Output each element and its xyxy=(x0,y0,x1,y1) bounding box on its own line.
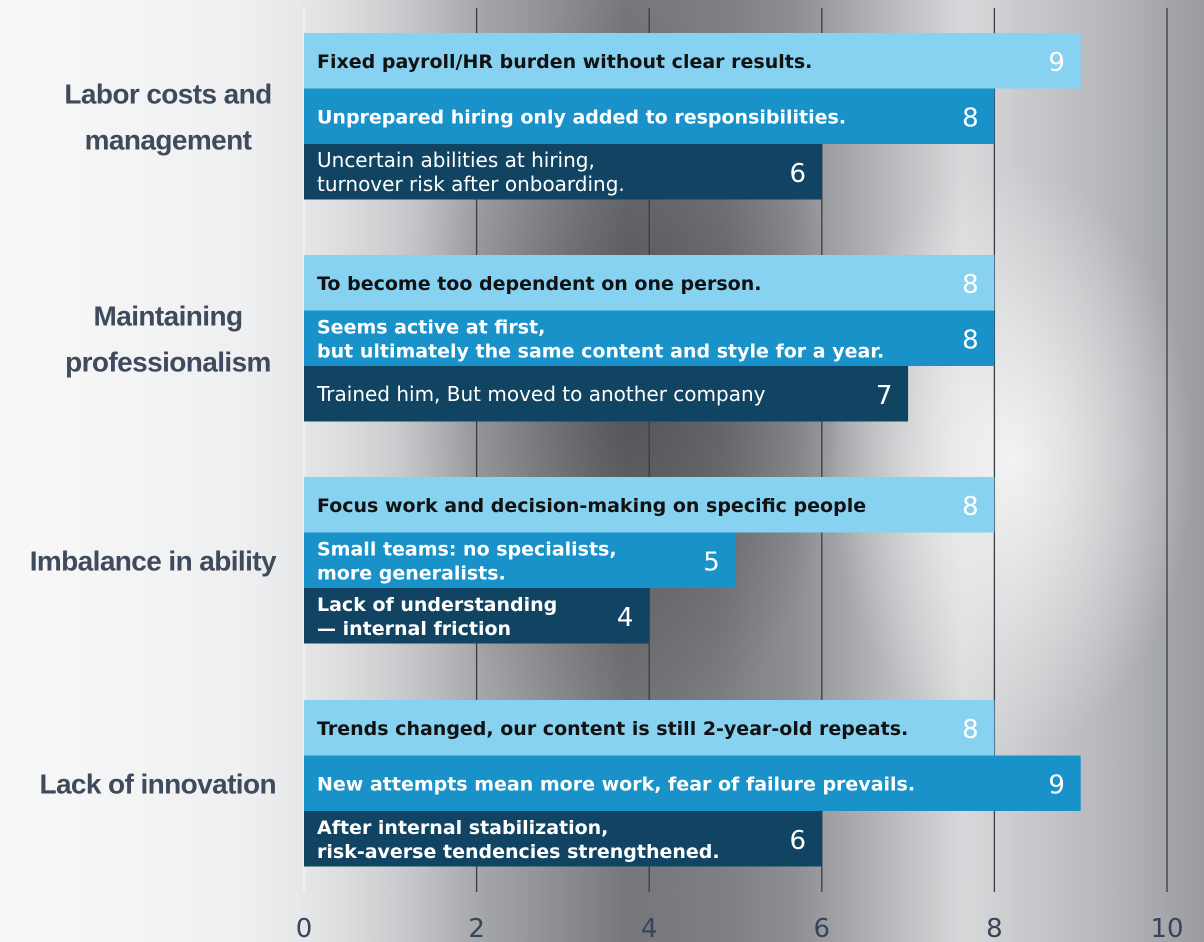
bar xyxy=(304,532,736,588)
bar-description: but ultimately the same content and styl… xyxy=(317,340,884,362)
bar xyxy=(304,477,995,533)
x-tick-label: 8 xyxy=(986,914,1003,942)
bar-description: Focus work and decision-making on specif… xyxy=(317,495,866,517)
bar-value-label: 4 xyxy=(617,603,634,633)
bar xyxy=(304,588,650,644)
bar-description: Uncertain abilities at hiring, xyxy=(317,148,595,172)
bar-description: Lack of understanding xyxy=(317,594,557,616)
bar-description: turnover risk after onboarding. xyxy=(317,172,625,196)
x-tick-label: 2 xyxy=(468,914,485,942)
bar xyxy=(304,700,995,756)
bar-description: After internal stabilization, xyxy=(317,817,608,839)
bars: Fixed payroll/HR burden without clear re… xyxy=(304,33,1081,867)
bar-value-label: 9 xyxy=(1048,770,1065,800)
bar-description: — internal friction xyxy=(317,618,511,640)
bar xyxy=(304,33,1081,89)
bar xyxy=(304,255,995,311)
bar-value-label: 8 xyxy=(962,325,979,355)
x-axis-ticks: 0 2 4 6 8 10 xyxy=(296,914,1184,942)
category-label: Imbalance in ability xyxy=(30,545,277,576)
bar-description: more generalists. xyxy=(317,562,506,584)
bar-description: Seems active at first, xyxy=(317,316,545,338)
x-tick-label: 6 xyxy=(814,914,831,942)
bar-description: Small teams: no specialists, xyxy=(317,538,617,560)
bar xyxy=(304,144,822,200)
bar xyxy=(304,88,995,144)
bar-value-label: 9 xyxy=(1048,48,1065,78)
bar-value-label: 8 xyxy=(962,270,979,300)
bar xyxy=(304,310,995,366)
x-tick-label: 0 xyxy=(296,914,313,942)
category-label: management xyxy=(85,124,252,155)
bar xyxy=(304,366,909,422)
bar-description: To become too dependent on one person. xyxy=(317,273,761,295)
bar-description: Unprepared hiring only added to responsi… xyxy=(317,106,846,128)
bar-value-label: 8 xyxy=(962,715,979,745)
x-tick-label: 4 xyxy=(641,914,658,942)
bar-description: Trends changed, our content is still 2-y… xyxy=(317,718,908,740)
bar-value-label: 7 xyxy=(876,381,893,411)
bar-description: Fixed payroll/HR burden without clear re… xyxy=(317,51,812,73)
category-label: Lack of innovation xyxy=(39,768,276,799)
bar xyxy=(304,811,822,867)
bar-value-label: 8 xyxy=(962,103,979,133)
category-label: Maintaining xyxy=(94,300,243,331)
bar xyxy=(304,755,1081,811)
bar-value-label: 5 xyxy=(703,547,720,577)
bar-description: Trained him, But moved to another compan… xyxy=(316,382,766,406)
category-label: Labor costs and xyxy=(64,78,271,109)
bar-value-label: 6 xyxy=(790,159,807,189)
category-label: professionalism xyxy=(65,346,271,377)
bar-value-label: 8 xyxy=(962,492,979,522)
x-tick-label: 10 xyxy=(1150,914,1183,942)
bar-value-label: 6 xyxy=(790,826,807,856)
bar-description: risk-averse tendencies strengthened. xyxy=(317,841,720,863)
bar-description: New attempts mean more work, fear of fai… xyxy=(317,773,915,795)
